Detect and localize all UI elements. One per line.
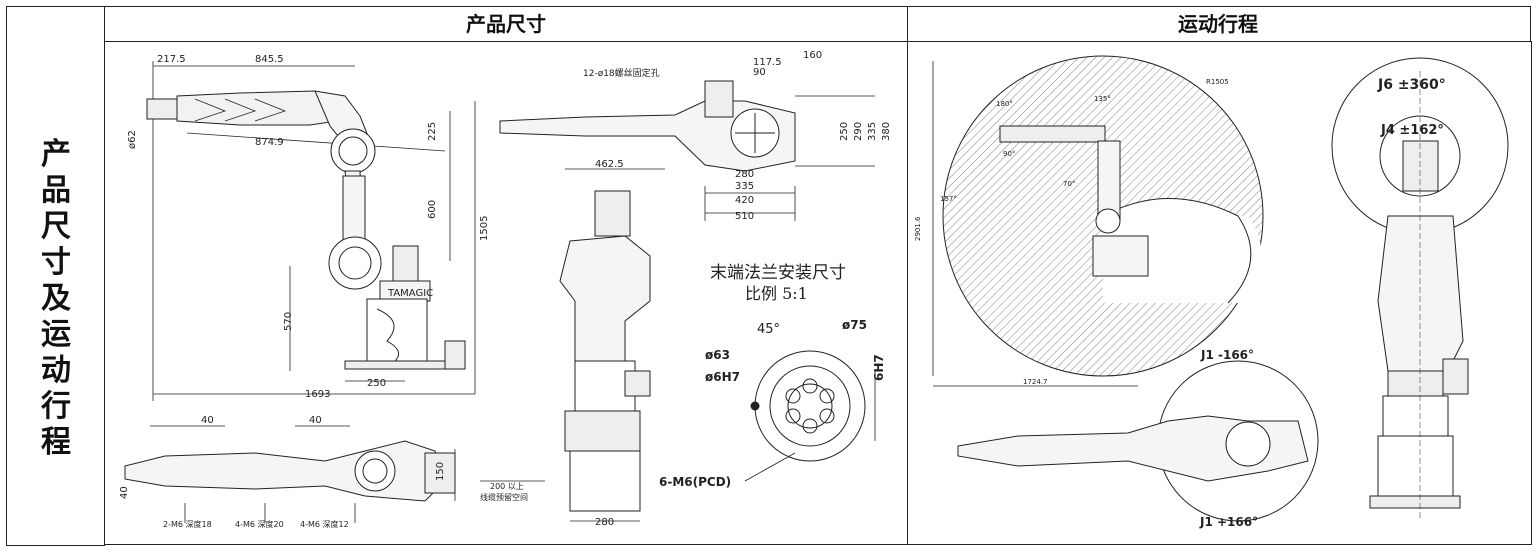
- dim-label: 12-ø18螺丝固定孔: [583, 67, 660, 79]
- dim-label: 150: [435, 462, 446, 481]
- dim-label: 157°: [940, 195, 957, 203]
- side-title-char: 尺: [41, 209, 71, 244]
- dim-label: 462.5: [595, 159, 624, 170]
- note-label: 线缆预留空间: [480, 492, 528, 502]
- dim-label: ø62: [127, 130, 138, 149]
- dim-label: ø63: [705, 348, 730, 362]
- dim-label: 335: [867, 122, 878, 141]
- dim-label: 40: [119, 486, 130, 499]
- product-size-panel: TAMAGIC 217.5 845.5 ø62 874.9 225 600 15…: [104, 41, 908, 545]
- dim-label: 90: [753, 67, 766, 78]
- dim-label: ø75: [842, 318, 867, 332]
- dim-label: ø6H7: [705, 370, 740, 384]
- work-envelope: 2901.6 1724.7 R1505 180° 135° 157° 90° 7…: [914, 55, 1264, 387]
- joint-range-top: J1 -166° J1 +166°: [957, 348, 1319, 529]
- note-label: 200 以上: [490, 482, 524, 491]
- dim-label: 250: [367, 378, 386, 389]
- dim-label: 570: [283, 312, 294, 331]
- dim-label: 70°: [1063, 180, 1075, 188]
- base-view: 12-ø18螺丝固定孔 117.5 160 90 250 290 335 380…: [499, 50, 892, 222]
- brand-label: TAMAGIC: [387, 288, 433, 299]
- dim-label: R1505: [1206, 78, 1229, 86]
- dim-label: 90°: [1003, 150, 1015, 158]
- joint-ranges-side: J6 ±360° J4 ±162°: [1331, 57, 1509, 521]
- side-title-char: 及: [41, 281, 71, 316]
- dim-label: 40: [201, 415, 214, 426]
- side-title-char: 品: [41, 173, 71, 208]
- dim-label: 380: [881, 122, 892, 141]
- note-label: 4-M6 深度20: [235, 519, 284, 529]
- dim-label: 6-M6(PCD): [659, 475, 731, 489]
- flange-scale: 比例 5:1: [745, 284, 808, 303]
- product-size-drawing: TAMAGIC 217.5 845.5 ø62 874.9 225 600 15…: [119, 50, 892, 529]
- dim-label: 420: [735, 195, 754, 206]
- header-motion-range: 运动行程: [906, 6, 1531, 42]
- dim-label: 250: [839, 122, 850, 141]
- dim-label: 280: [735, 169, 754, 180]
- joint-label: J6 ±360°: [1377, 77, 1446, 93]
- motion-range-drawing: 2901.6 1724.7 R1505 180° 135° 157° 90° 7…: [914, 55, 1509, 529]
- side-title-cell: 产 品 尺 寸 及 运 动 行 程: [6, 6, 105, 546]
- side-title-char: 寸: [41, 245, 71, 280]
- dim-label: 117.5: [753, 57, 782, 68]
- motion-range-panel: 2901.6 1724.7 R1505 180° 135° 157° 90° 7…: [907, 41, 1532, 545]
- side-title-char: 程: [41, 425, 71, 460]
- side-title-char: 动: [41, 353, 71, 388]
- joint-label: J1 +166°: [1199, 515, 1258, 529]
- dim-label: 335: [735, 181, 754, 192]
- top-view: 40 40 40 150 2-M6 深度18 4-M6 深度20 4-M6 深度…: [119, 415, 545, 529]
- note-label: 2-M6 深度18: [163, 519, 212, 529]
- dim-label: 2901.6: [914, 216, 922, 241]
- dim-label: 135°: [1094, 95, 1111, 103]
- dim-label: 45°: [757, 322, 780, 337]
- side-title-char: 产: [41, 137, 71, 172]
- dim-label: 1505: [479, 216, 490, 241]
- dim-label: 6H7: [872, 354, 886, 381]
- dim-label: 845.5: [255, 54, 284, 65]
- dim-label: 874.9: [255, 137, 284, 148]
- dim-label: 600: [427, 200, 438, 219]
- dim-label: 225: [427, 122, 438, 141]
- dim-label: 180°: [996, 100, 1013, 108]
- side-title-char: 运: [41, 317, 71, 352]
- joint-label: J4 ±162°: [1380, 123, 1444, 138]
- note-label: 4-M6 深度12: [300, 519, 349, 529]
- dim-label: 217.5: [157, 54, 186, 65]
- front-view: 462.5 280: [559, 159, 665, 528]
- dim-label: 1693: [305, 389, 330, 400]
- dim-label: 510: [735, 211, 754, 222]
- dim-label: 1724.7: [1023, 378, 1048, 386]
- dim-label: 280: [595, 517, 614, 528]
- side-view: TAMAGIC 217.5 845.5 ø62 874.9 225 600 15…: [127, 54, 490, 401]
- flange-title: 末端法兰安装尺寸: [710, 263, 846, 283]
- header-product-size: 产品尺寸: [104, 6, 908, 42]
- flange-detail: 末端法兰安装尺寸 比例 5:1 45° ø75 ø63 ø6H7 6H7: [659, 263, 886, 489]
- joint-label: J1 -166°: [1200, 348, 1254, 362]
- side-title-char: 行: [41, 389, 71, 424]
- dim-label: 40: [309, 415, 322, 426]
- dim-label: 160: [803, 50, 822, 61]
- side-title: 产 品 尺 寸 及 运 动 行 程: [7, 137, 105, 461]
- dim-label: 290: [853, 122, 864, 141]
